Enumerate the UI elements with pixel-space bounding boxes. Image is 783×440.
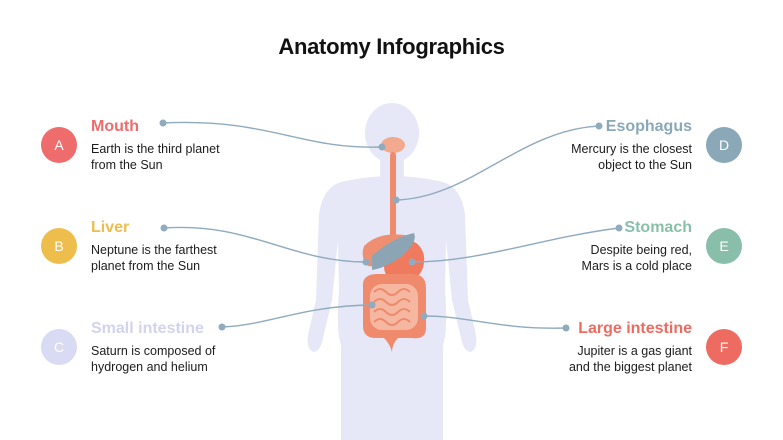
label-large-intestine: Large intestine: [578, 320, 692, 337]
dot-mouth-organ: [378, 143, 386, 151]
esophagus-organ: [390, 152, 396, 252]
small-intestine-coils: [373, 288, 411, 326]
connector-large-intestine: [423, 315, 567, 329]
dot-large-intestine-label: [562, 324, 570, 332]
connector-dots: [159, 119, 623, 332]
badge-b: B: [41, 228, 77, 264]
dot-stomach-organ: [408, 258, 416, 266]
desc-small-intestine: Saturn is composed of hydrogen and heliu…: [91, 344, 216, 374]
badge-e: E: [706, 228, 742, 264]
dot-stomach-label: [615, 224, 623, 232]
dot-esophagus-label: [595, 122, 603, 130]
desc-stomach: Despite being red, Mars is a cold place: [581, 243, 692, 273]
dot-esophagus-organ: [392, 196, 400, 204]
dot-mouth-label: [159, 119, 167, 127]
label-small-intestine: Small intestine: [91, 320, 204, 337]
connector-mouth: [162, 121, 383, 148]
badge-c: C: [41, 329, 77, 365]
mouth-organ: [381, 137, 405, 153]
connector-stomach: [411, 227, 620, 263]
desc-liver: Neptune is the farthest planet from the …: [91, 243, 217, 273]
desc-mouth: Earth is the third planet from the Sun: [91, 142, 220, 172]
label-esophagus: Esophagus: [605, 118, 692, 135]
small-intestine-organ: [370, 284, 418, 330]
desc-large-intestine: Jupiter is a gas giant and the biggest p…: [568, 344, 692, 374]
dot-liver-organ: [362, 258, 370, 266]
dot-small-intestine-organ: [368, 301, 376, 309]
desc-esophagus: Mercury is the closest object to the Sun: [571, 142, 692, 172]
page-title: Anatomy Infographics: [278, 34, 505, 59]
organs: [362, 137, 426, 352]
badge-a: A: [41, 127, 77, 163]
connectors: [162, 121, 620, 329]
label-mouth: Mouth: [91, 118, 139, 135]
dot-liver-label: [160, 224, 168, 232]
label-liver: Liver: [91, 219, 130, 236]
badge-f: F: [706, 329, 742, 365]
dot-small-intestine-label: [218, 323, 226, 331]
label-stomach: Stomach: [624, 219, 692, 236]
connector-liver: [163, 226, 367, 263]
dot-large-intestine-organ: [420, 312, 428, 320]
connector-esophagus: [395, 125, 600, 201]
badge-d: D: [706, 127, 742, 163]
liver-lobe: [372, 233, 415, 270]
connector-small-intestine: [221, 304, 373, 328]
